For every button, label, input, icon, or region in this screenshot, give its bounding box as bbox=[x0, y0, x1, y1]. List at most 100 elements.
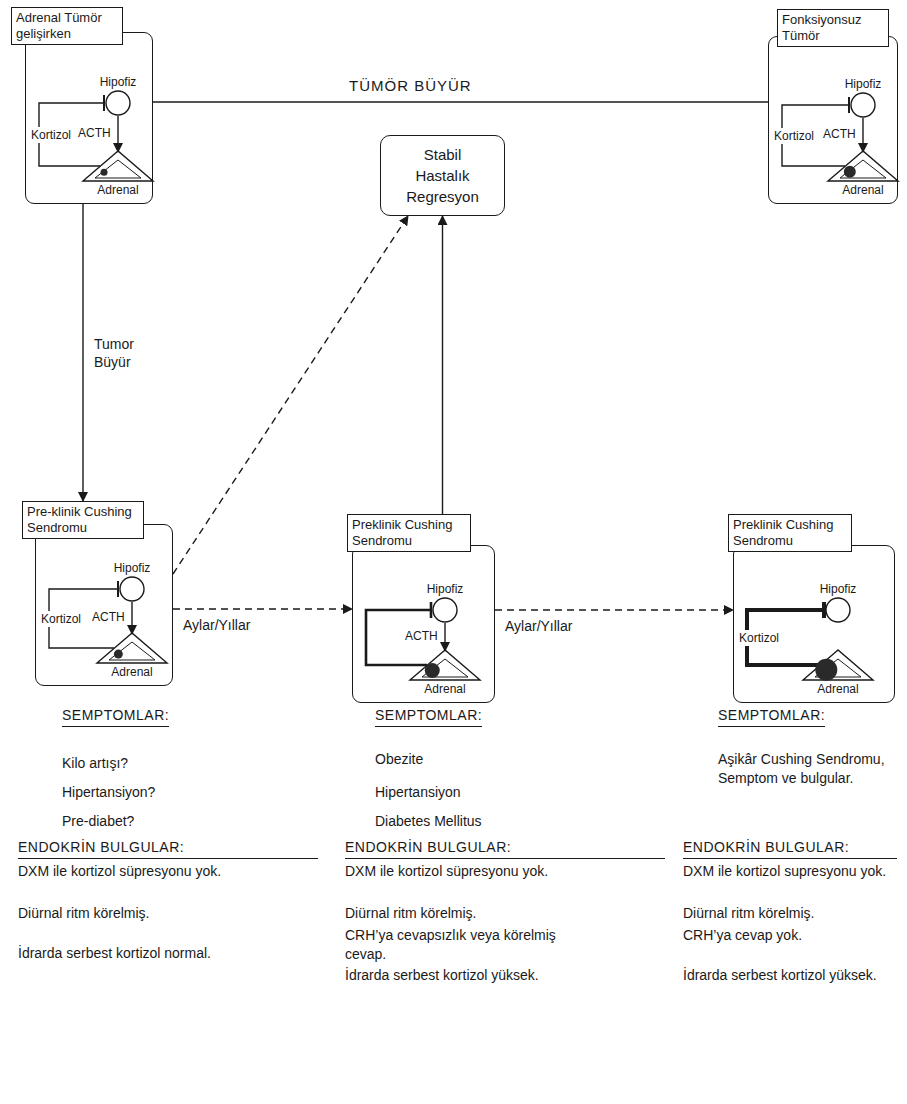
connector-label: Aylar/Yıllar bbox=[181, 616, 252, 634]
connector-label: ACTH bbox=[76, 125, 113, 141]
note-text: CRH’ya cevapsızlık veya körelmiş cevap. bbox=[345, 926, 560, 964]
note-text: DXM ile kortizol süpresyonu yok. bbox=[18, 862, 243, 881]
connector-line bbox=[495, 609, 733, 610]
organ-label: Hipofiz bbox=[100, 561, 164, 575]
panel-heading: Adrenal Tümör gelişirken bbox=[11, 7, 123, 45]
organ-label: Hipofiz bbox=[831, 77, 895, 91]
triangle-outline bbox=[81, 149, 155, 183]
adrenal-triangle: Adrenal bbox=[408, 648, 482, 696]
organ-label: Adrenal bbox=[95, 665, 169, 679]
panel-heading: Preklinik Cushing Sendromu bbox=[728, 514, 852, 552]
connector bbox=[153, 102, 768, 103]
circle-outline bbox=[413, 596, 477, 624]
pituitary-circle: Hipofiz bbox=[86, 75, 150, 117]
adrenal-inner-outline bbox=[109, 642, 155, 660]
section-heading: ENDOKRİN BULGULAR: bbox=[18, 838, 318, 859]
tumor-dot bbox=[101, 169, 108, 176]
pituitary-circle: Hipofiz bbox=[831, 77, 895, 119]
note-text: Hipertansiyon? bbox=[62, 783, 155, 802]
section-heading: SEMPTOMLAR: bbox=[62, 706, 169, 727]
note-text: CRH’ya cevap yok. bbox=[683, 926, 802, 945]
organ-label: Hipofiz bbox=[86, 75, 150, 89]
note-text: Kilo artışı? bbox=[62, 754, 128, 773]
organ-label: Hipofiz bbox=[413, 582, 477, 596]
adrenal-outline bbox=[803, 650, 873, 680]
connector-line bbox=[862, 118, 863, 152]
note-text: Pre-diabet? bbox=[62, 812, 134, 831]
organ-label: Hipofiz bbox=[806, 582, 870, 596]
connector-label: TÜMÖR BÜYÜR bbox=[347, 76, 474, 96]
connector-line bbox=[444, 623, 445, 651]
connector-label: ACTH bbox=[90, 609, 127, 625]
stage-panel: Preklinik Cushing SendromuHipofizAdrenal bbox=[733, 545, 895, 703]
panel-heading: Preklinik Cushing Sendromu bbox=[347, 514, 471, 552]
connector-line bbox=[173, 608, 352, 609]
outcome-box: Stabil Hastalık Regresyon bbox=[380, 135, 505, 216]
pituitary-outline bbox=[826, 598, 850, 622]
triangle-outline bbox=[95, 631, 169, 665]
connector-label: Tumor Büyür bbox=[92, 335, 158, 371]
triangle-outline bbox=[801, 648, 875, 682]
connector-label: Kortizol bbox=[772, 128, 816, 144]
adrenal-inner-outline bbox=[840, 160, 886, 178]
note-text: Obezite bbox=[375, 750, 423, 769]
circle-outline bbox=[831, 91, 895, 119]
adrenal-inner-outline bbox=[422, 659, 468, 677]
connector bbox=[495, 610, 733, 611]
pituitary-circle: Hipofiz bbox=[100, 561, 164, 603]
pituitary-outline bbox=[106, 91, 130, 115]
note-text: İdrarda serbest kortizol yüksek. bbox=[345, 966, 545, 985]
note-text: Diürnal ritm körelmiş. bbox=[345, 904, 476, 923]
connector-line bbox=[153, 101, 768, 102]
adrenal-triangle: Adrenal bbox=[81, 149, 155, 197]
adrenal-triangle: Adrenal bbox=[801, 648, 875, 696]
note-text: İdrarda serbest kortizol normal. bbox=[18, 944, 218, 963]
note-text: Hipertansiyon bbox=[375, 783, 461, 802]
section-heading: SEMPTOMLAR: bbox=[375, 706, 482, 727]
circle-outline bbox=[86, 89, 150, 117]
box-text: Stabil Hastalık Regresyon bbox=[397, 144, 488, 207]
connector-label: ACTH bbox=[403, 628, 440, 644]
note-text: İdrarda serbest kortizol yüksek. bbox=[683, 966, 883, 985]
pituitary-circle: Hipofiz bbox=[413, 582, 477, 624]
connector-line bbox=[82, 204, 83, 501]
tumor-dot bbox=[425, 663, 440, 678]
connector-label: ACTH bbox=[821, 126, 858, 142]
note-text: Diürnal ritm körelmiş. bbox=[683, 904, 814, 923]
inhibition-bar bbox=[430, 602, 433, 618]
stage-panel: Fonksiyonsuz TümörHipofizAdrenal bbox=[768, 36, 898, 204]
triangle-outline bbox=[408, 648, 482, 682]
note-text: Diürnal ritm körelmiş. bbox=[18, 904, 149, 923]
organ-label: Adrenal bbox=[408, 682, 482, 696]
adrenal-triangle: Adrenal bbox=[95, 631, 169, 679]
adrenal-inner-outline bbox=[95, 160, 141, 178]
adrenal-outline bbox=[83, 151, 153, 181]
circle-outline bbox=[100, 575, 164, 603]
triangle-outline bbox=[826, 149, 900, 183]
connector bbox=[83, 204, 84, 501]
organ-label: Adrenal bbox=[826, 183, 900, 197]
tumor-dot bbox=[815, 659, 837, 681]
tumor-dot bbox=[114, 650, 123, 659]
panel-heading: Pre-klinik Cushing Sendromu bbox=[22, 501, 144, 539]
panel-heading: Fonksiyonsuz Tümör bbox=[777, 9, 889, 47]
connector-line bbox=[442, 216, 443, 514]
note-text: DXM ile kortizol supresyonu yok. bbox=[683, 862, 897, 881]
connector-line bbox=[131, 602, 132, 634]
note-text: DXM ile kortizol süpresyonu yok. bbox=[345, 862, 570, 881]
circle-outline bbox=[806, 596, 870, 624]
connector bbox=[118, 116, 119, 152]
tumor-dot bbox=[844, 166, 856, 178]
inhibition-bar bbox=[117, 581, 119, 597]
connector-label: Kortizol bbox=[29, 127, 73, 143]
inhibition-bar bbox=[848, 97, 850, 113]
section-heading: ENDOKRİN BULGULAR: bbox=[345, 838, 665, 859]
note-text: Aşikâr Cushing Sendromu, Semptom ve bulg… bbox=[718, 750, 898, 788]
stage-panel: Adrenal Tümör gelişirkenHipofizAdrenal bbox=[25, 32, 153, 204]
adrenal-outline bbox=[97, 633, 167, 663]
connector bbox=[442, 216, 443, 514]
inhibition-bar bbox=[103, 95, 105, 111]
connector bbox=[173, 609, 352, 610]
organ-label: Adrenal bbox=[81, 183, 155, 197]
